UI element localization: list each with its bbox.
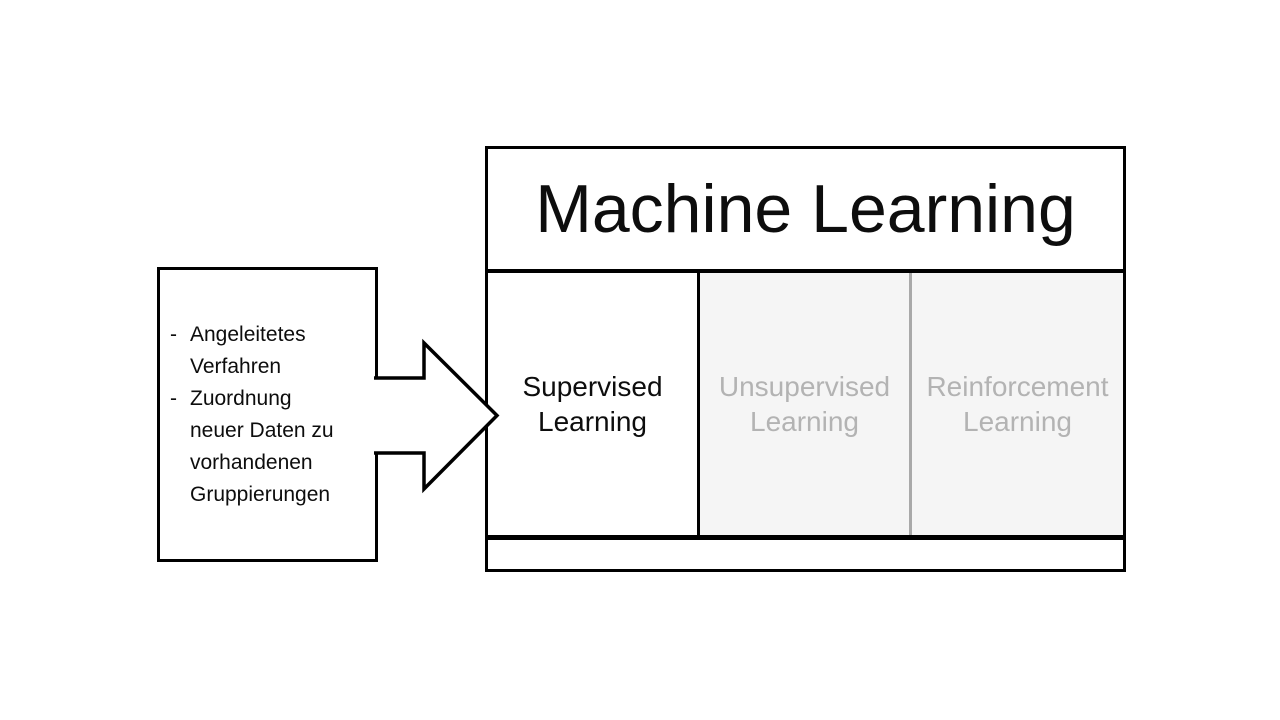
- category-unsupervised-learning: Unsupervised Learning: [700, 273, 912, 535]
- right-arrow-shape: [374, 338, 500, 494]
- note-item-text: Zuordnung neuer Daten zu vorhandenen Gru…: [190, 386, 334, 506]
- machine-learning-box: Machine Learning Supervised Learning Uns…: [485, 146, 1126, 572]
- footer-strip: [488, 540, 1123, 569]
- category-label: Reinforcement Learning: [926, 371, 1109, 437]
- note-box: - Angeleitetes Verfahren - Zuordnung neu…: [157, 267, 378, 562]
- category-label: Unsupervised Learning: [718, 371, 891, 437]
- category-label: Supervised Learning: [522, 371, 663, 437]
- list-item: - Angeleitetes Verfahren: [160, 319, 375, 383]
- bullet-dash: -: [170, 386, 177, 410]
- list-item: - Zuordnung neuer Daten zu vorhandenen G…: [160, 383, 375, 511]
- right-arrow-icon: [374, 338, 500, 494]
- note-item-text: Angeleitetes Verfahren: [190, 322, 306, 378]
- category-row: Supervised Learning Unsupervised Learnin…: [488, 273, 1123, 540]
- page-title: Machine Learning: [488, 149, 1123, 273]
- category-supervised-learning: Supervised Learning: [488, 273, 700, 535]
- bullet-dash: -: [170, 322, 177, 346]
- category-reinforcement-learning: Reinforcement Learning: [912, 273, 1123, 535]
- note-list: - Angeleitetes Verfahren - Zuordnung neu…: [160, 319, 375, 511]
